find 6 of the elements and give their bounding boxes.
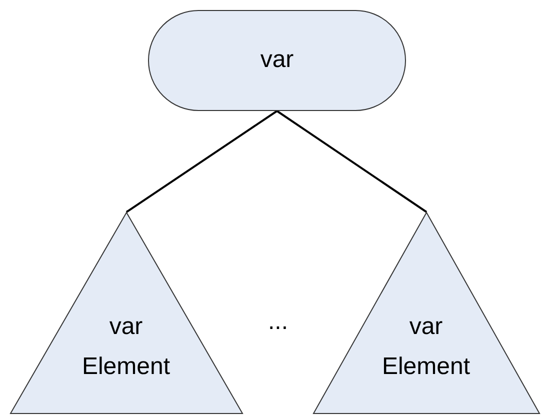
connector-line (276, 110, 428, 213)
node-text: var (259, 45, 295, 75)
connector-line (126, 110, 278, 213)
node-text: var Element (380, 312, 472, 382)
node-text: var Element (80, 312, 172, 382)
ellipsis-text: ... (266, 307, 289, 337)
